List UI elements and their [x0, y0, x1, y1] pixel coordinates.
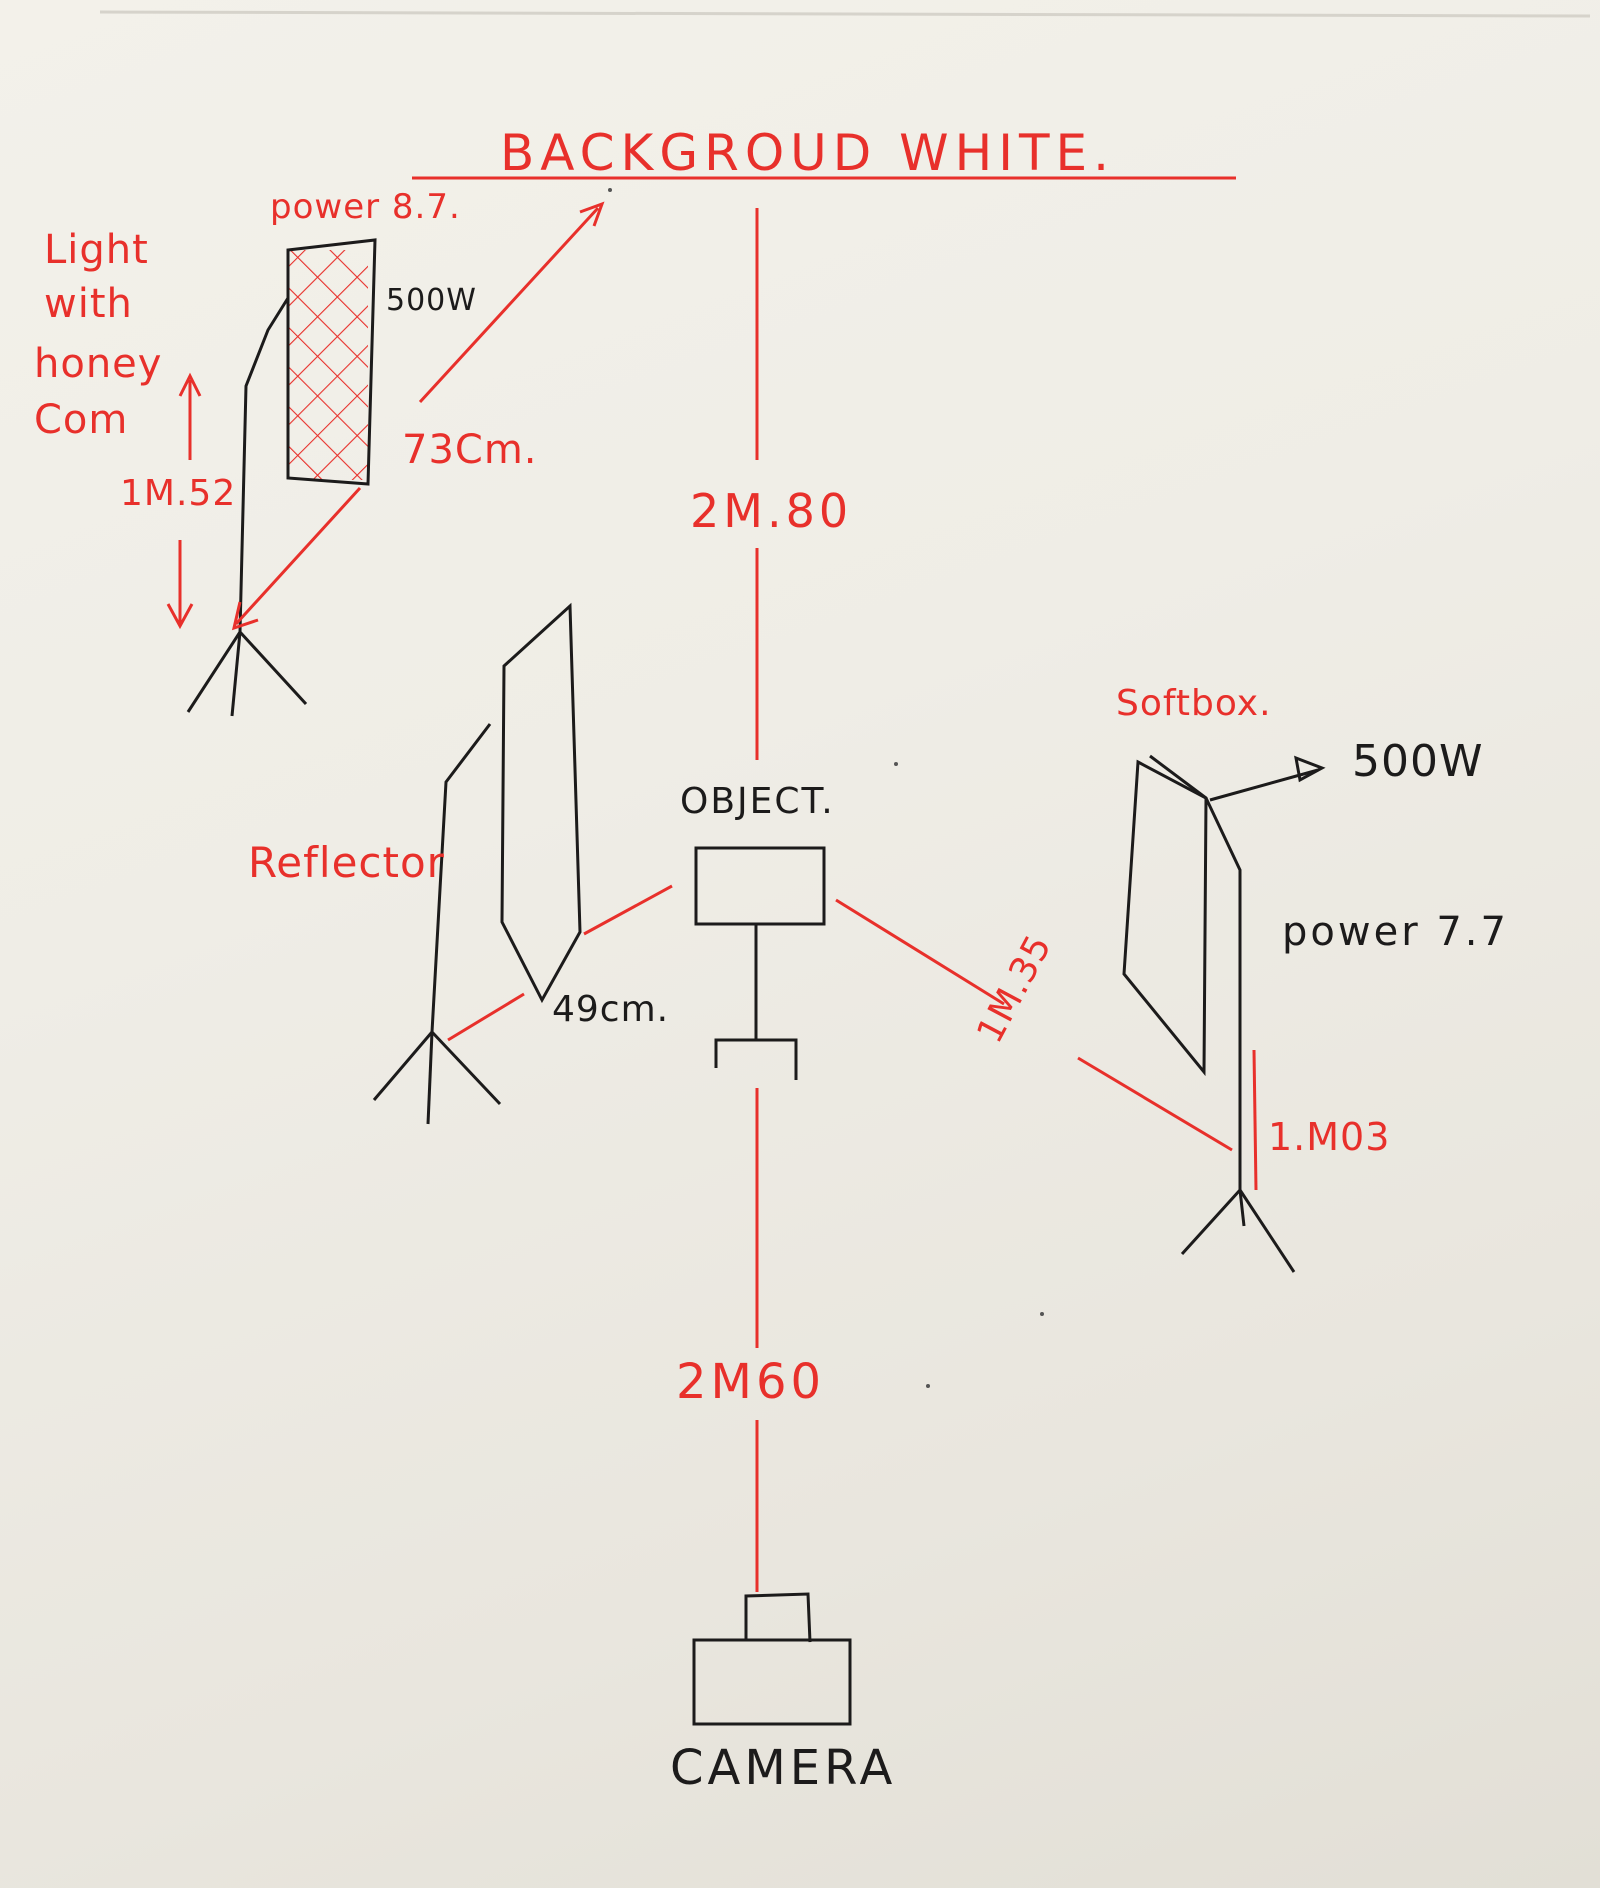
object-stand-base — [714, 1038, 798, 1080]
softbox-wattage: 500W — [1352, 736, 1484, 787]
camera — [692, 1592, 852, 1726]
back-light-note-line4: Com — [34, 397, 129, 443]
back-light — [186, 238, 377, 717]
softbox-distance-lines — [835, 898, 1258, 1191]
softbox-power: power 7.7 — [1282, 909, 1509, 955]
reflector-label: Reflector — [248, 838, 445, 887]
back-light-wattage: 500W — [386, 283, 477, 318]
reflector-distance: 49cm. — [552, 989, 670, 1030]
back-light-height: 1M.52 — [120, 473, 237, 514]
reflector — [372, 602, 582, 1125]
softbox-label: Softbox. — [1116, 683, 1272, 724]
back-light-tripod — [186, 630, 308, 717]
background-label: BACKGROUD WHITE. — [500, 124, 1115, 182]
reflector-pole — [430, 723, 492, 1033]
camera-label: CAMERA — [670, 1740, 897, 1796]
back-light-pole — [238, 297, 290, 633]
softbox — [1122, 754, 1326, 1273]
back-light-note-line2: with — [44, 281, 133, 327]
object-box — [694, 846, 826, 926]
camera-viewfinder — [744, 1592, 812, 1643]
camera-body — [692, 1638, 852, 1726]
back-light-head — [286, 238, 377, 486]
paper-shadow-line — [99, 10, 1591, 18]
object-to-camera-distance: 2M60 — [676, 1354, 826, 1410]
softbox-panel — [1122, 759, 1208, 1077]
back-light-power: power 8.7. — [270, 187, 461, 227]
back-light-down-arrow — [231, 486, 362, 631]
back-light-height-arrows — [166, 372, 202, 630]
back-light-note-line1: Light — [44, 227, 149, 273]
ink-dots — [608, 188, 1044, 1388]
reflector-distance-lines — [447, 884, 673, 1042]
reflector-panel — [500, 602, 582, 1004]
softbox-pole — [1204, 797, 1242, 1190]
back-light-note-line3: honey — [34, 341, 163, 387]
back-light-arrow — [418, 201, 605, 404]
back-light-distance: 73Cm. — [402, 427, 538, 473]
object-label: OBJECT. — [680, 781, 835, 822]
background-to-object-distance: 2M.80 — [690, 484, 853, 538]
object — [694, 846, 826, 1080]
softbox-height: 1.M03 — [1268, 1115, 1391, 1159]
